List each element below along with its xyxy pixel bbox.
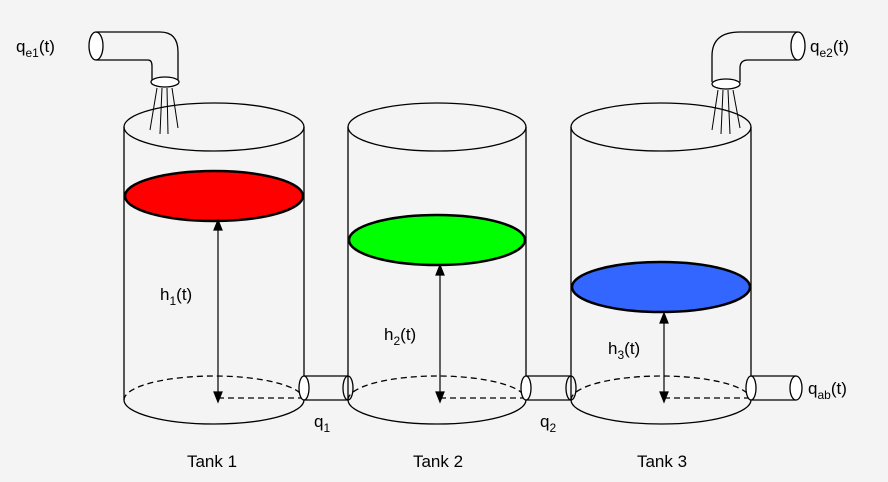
inflow-spray-1 bbox=[149, 87, 179, 135]
inflow-label-qe1: qe1(t) bbox=[16, 37, 55, 60]
connecting-pipe-2 bbox=[520, 375, 577, 401]
tank-3-level-label: h3(t) bbox=[608, 339, 640, 362]
inflow-pipe-1 bbox=[88, 31, 180, 88]
tank-2 bbox=[347, 102, 527, 425]
tank-1-level-label: h1(t) bbox=[160, 285, 192, 308]
tank-1 bbox=[123, 102, 305, 425]
inflow-label-qe2: qe2(t) bbox=[810, 37, 849, 60]
outflow-label-qab: qab(t) bbox=[808, 379, 847, 402]
tank-1-name: Tank 1 bbox=[187, 452, 237, 471]
tank-3-liquid-surface bbox=[570, 260, 752, 314]
connecting-pipe-1 bbox=[298, 375, 354, 401]
tank-1-level-arrow bbox=[213, 218, 304, 404]
connection-label-q1: q1 bbox=[314, 412, 330, 435]
tank-2-name: Tank 2 bbox=[413, 452, 463, 471]
tank-1-liquid-surface bbox=[123, 169, 305, 223]
inflow-pipe-2 bbox=[711, 31, 806, 90]
inflow-spray-2 bbox=[711, 89, 741, 135]
connection-label-q2: q2 bbox=[540, 412, 556, 435]
outflow-pipe bbox=[745, 375, 803, 401]
tank-3-level-arrow bbox=[659, 311, 751, 404]
tank-2-liquid-surface bbox=[347, 213, 527, 267]
tank-3-name: Tank 3 bbox=[637, 452, 687, 471]
tank-3 bbox=[570, 102, 752, 425]
tank-2-level-label: h2(t) bbox=[384, 325, 416, 348]
tank-2-level-arrow bbox=[435, 263, 526, 404]
